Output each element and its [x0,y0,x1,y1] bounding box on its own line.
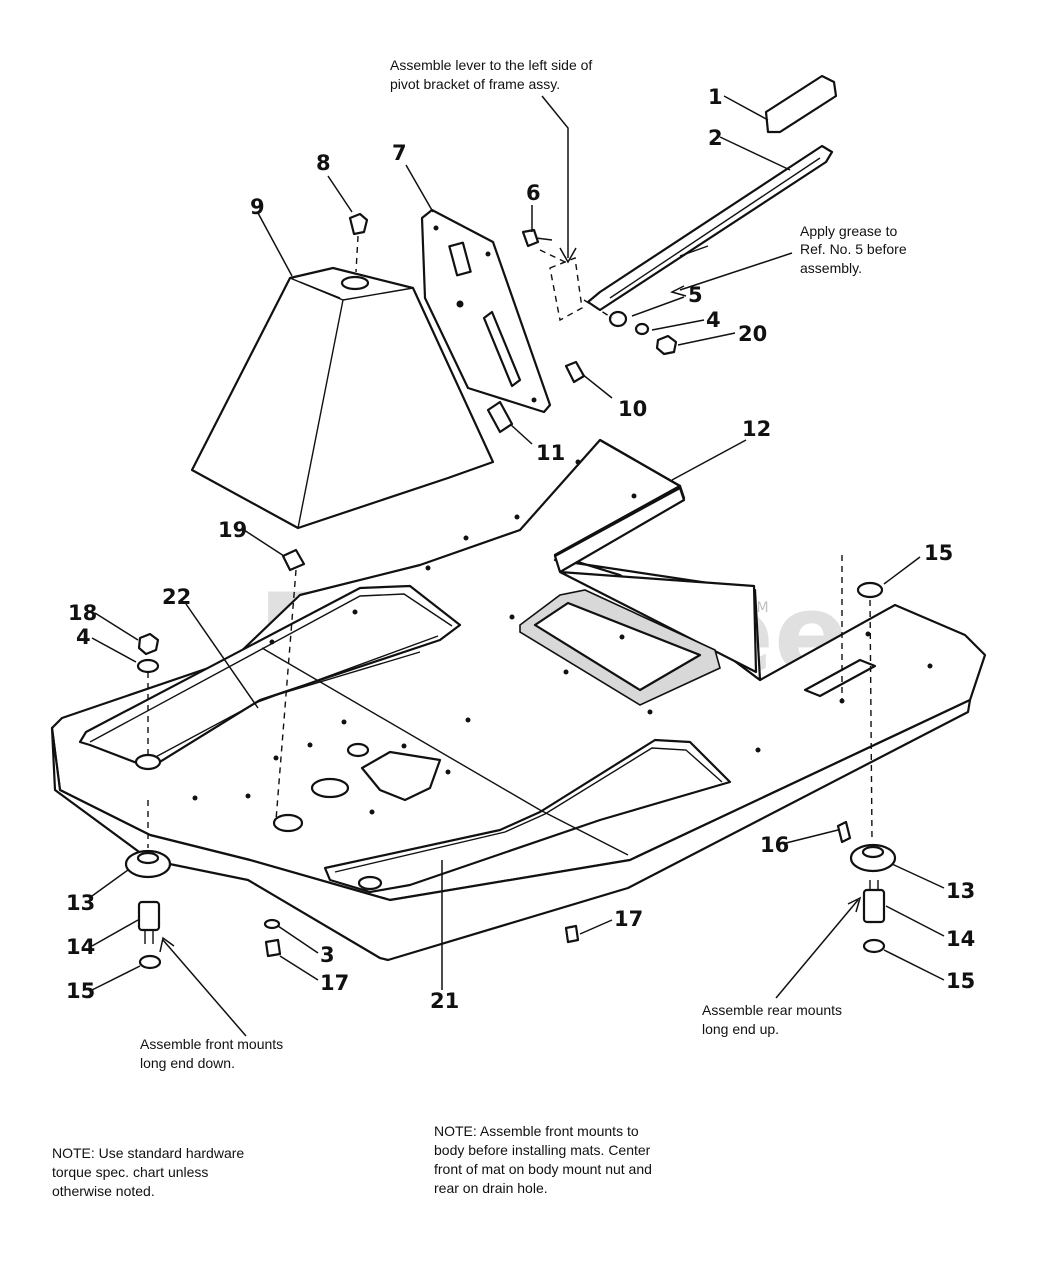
leader-lines [91,95,945,1037]
mount-holes [192,459,933,815]
callout-16: 16 [760,833,789,857]
callout-4-lever: 4 [706,308,721,332]
callout-21: 21 [430,989,459,1013]
note-hardware-line-2: torque spec. chart unless [52,1164,208,1180]
callout-13-front: 13 [66,891,95,915]
callout-8: 8 [316,151,331,175]
callout-2: 2 [708,126,723,150]
note-front-mounts: Assemble front mounts long end down. [140,1036,283,1071]
body-frame [50,438,987,962]
callout-6: 6 [526,181,541,205]
callout-19: 19 [218,518,247,542]
callout-4-left: 4 [76,625,91,649]
console-cover [190,266,495,530]
callout-15-rear: 15 [946,969,975,993]
note-lever: Assemble lever to the left side of pivot… [390,57,592,92]
callout-numbers: 1 2 5 4 20 6 7 8 9 10 11 12 15 18 4 22 1… [66,85,975,1013]
control-plate [420,208,552,414]
callout-18: 18 [68,601,97,625]
note-rear-mounts: Assemble rear mounts long end up. [702,1002,842,1037]
note-hardware: NOTE: Use standard hardware torque spec.… [52,1145,244,1199]
note-lever-line-2: pivot bracket of frame assy. [390,76,560,92]
note-front-mounts-line-1: Assemble front mounts [140,1036,283,1052]
note-grease: Apply grease to Ref. No. 5 before assemb… [800,223,907,276]
note-rear-mounts-line-2: long end up. [702,1021,779,1037]
callout-11: 11 [536,441,565,465]
callout-7: 7 [392,141,407,165]
note-mats-line-4: rear on drain hole. [434,1180,548,1196]
note-rear-mounts-line-1: Assemble rear mounts [702,1002,842,1018]
note-hardware-line-3: otherwise noted. [52,1183,155,1199]
note-mats-line-3: front of mat on body mount nut and [434,1161,652,1177]
note-hardware-line-1: NOTE: Use standard hardware [52,1145,244,1161]
note-front-mounts-line-2: long end down. [140,1055,235,1071]
callout-3: 3 [320,943,335,967]
callout-14-front: 14 [66,935,95,959]
callout-15-top: 15 [924,541,953,565]
callout-12: 12 [742,417,771,441]
note-grease-line-3: assembly. [800,260,862,276]
callout-5: 5 [688,283,703,307]
hardware [124,74,897,970]
callout-17-left: 17 [320,971,349,995]
callout-14-rear: 14 [946,927,975,951]
note-grease-line-2: Ref. No. 5 before [800,241,907,257]
callout-15-front: 15 [66,979,95,1003]
callout-22: 22 [162,585,191,609]
callout-10: 10 [618,397,647,421]
callout-17-right: 17 [614,907,643,931]
note-grease-line-1: Apply grease to [800,223,897,239]
note-lever-line-1: Assemble lever to the left side of [390,57,592,73]
callout-1: 1 [708,85,723,109]
note-mats: NOTE: Assemble front mounts to body befo… [434,1123,652,1196]
assembly-lines [147,235,873,848]
note-mats-line-1: NOTE: Assemble front mounts to [434,1123,639,1139]
callout-13-rear: 13 [946,879,975,903]
callout-20: 20 [738,322,767,346]
callout-9: 9 [250,195,265,219]
note-mats-line-2: body before installing mats. Center [434,1142,651,1158]
